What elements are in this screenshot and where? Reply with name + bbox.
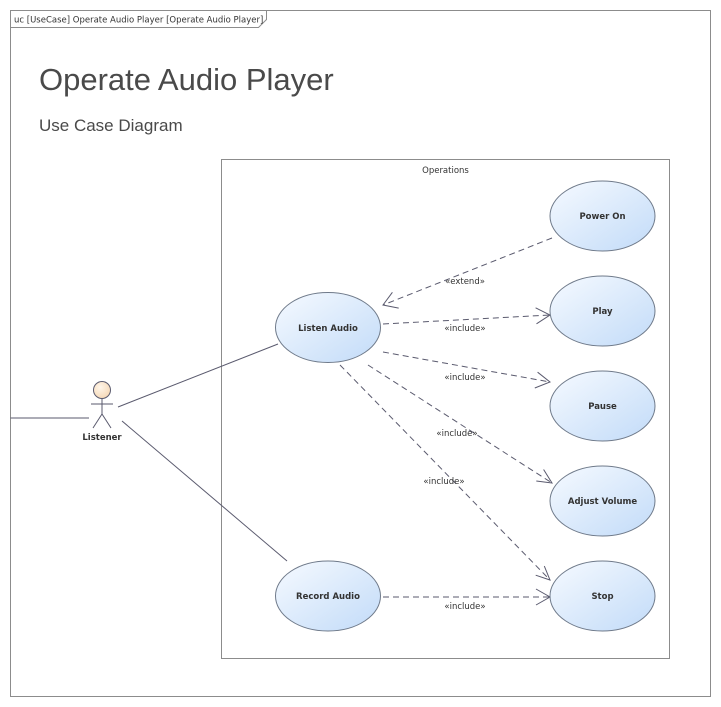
- actor-right-leg: [101, 413, 112, 429]
- diagram-title: Operate Audio Player: [39, 62, 334, 97]
- actor-listener[interactable]: [91, 381, 113, 429]
- use-case-pause[interactable]: Pause: [549, 370, 656, 442]
- include-label-stop-listen: «include»: [423, 477, 464, 487]
- use-case-label: Pause: [588, 402, 617, 412]
- frame-label-tab: [10, 10, 267, 28]
- include-label-stop-record: «include»: [444, 602, 485, 612]
- use-case-power-on[interactable]: Power On: [549, 180, 656, 252]
- use-case-label: Adjust Volume: [568, 497, 637, 507]
- use-case-label: Power On: [579, 212, 625, 222]
- arrowhead-include-stop-listen: [535, 565, 551, 581]
- use-case-adjust-volume[interactable]: Adjust Volume: [549, 465, 656, 537]
- include-listen-audio-stop[interactable]: [339, 364, 551, 581]
- include-label-play: «include»: [444, 324, 485, 334]
- use-case-label: Play: [592, 307, 613, 317]
- use-case-listen-audio[interactable]: Listen Audio: [275, 292, 381, 363]
- include-label-adjust-volume: «include»: [436, 429, 477, 439]
- system-boundary-label: Operations: [422, 166, 469, 176]
- arrowhead-include-adjust-volume: [536, 469, 553, 484]
- extend-power-on-listen-audio[interactable]: [382, 237, 553, 306]
- include-listen-audio-play[interactable]: [382, 314, 551, 325]
- association-listener-record-audio[interactable]: [121, 420, 288, 562]
- extend-label: «extend»: [445, 277, 485, 287]
- include-listen-audio-pause[interactable]: [382, 351, 551, 383]
- include-label-pause: «include»: [444, 373, 485, 383]
- use-case-label: Record Audio: [296, 592, 360, 602]
- diagram-subtitle: Use Case Diagram: [39, 116, 183, 135]
- actor-left-leg: [92, 413, 103, 429]
- use-case-record-audio[interactable]: Record Audio: [275, 560, 381, 632]
- association-listener-listen-audio[interactable]: [117, 343, 279, 408]
- arrowhead-extend: [382, 292, 399, 309]
- use-case-play[interactable]: Play: [549, 275, 656, 347]
- actor-label: Listener: [82, 433, 122, 443]
- arrowhead-include-pause: [534, 371, 551, 389]
- use-case-stop[interactable]: Stop: [549, 560, 656, 632]
- actor-head-icon: [93, 381, 111, 399]
- use-case-label: Stop: [591, 592, 613, 602]
- use-case-label: Listen Audio: [298, 324, 358, 334]
- include-listen-audio-adjust-volume[interactable]: [367, 364, 553, 484]
- frame-label: uc [UseCase] Operate Audio Player [Opera…: [14, 16, 263, 26]
